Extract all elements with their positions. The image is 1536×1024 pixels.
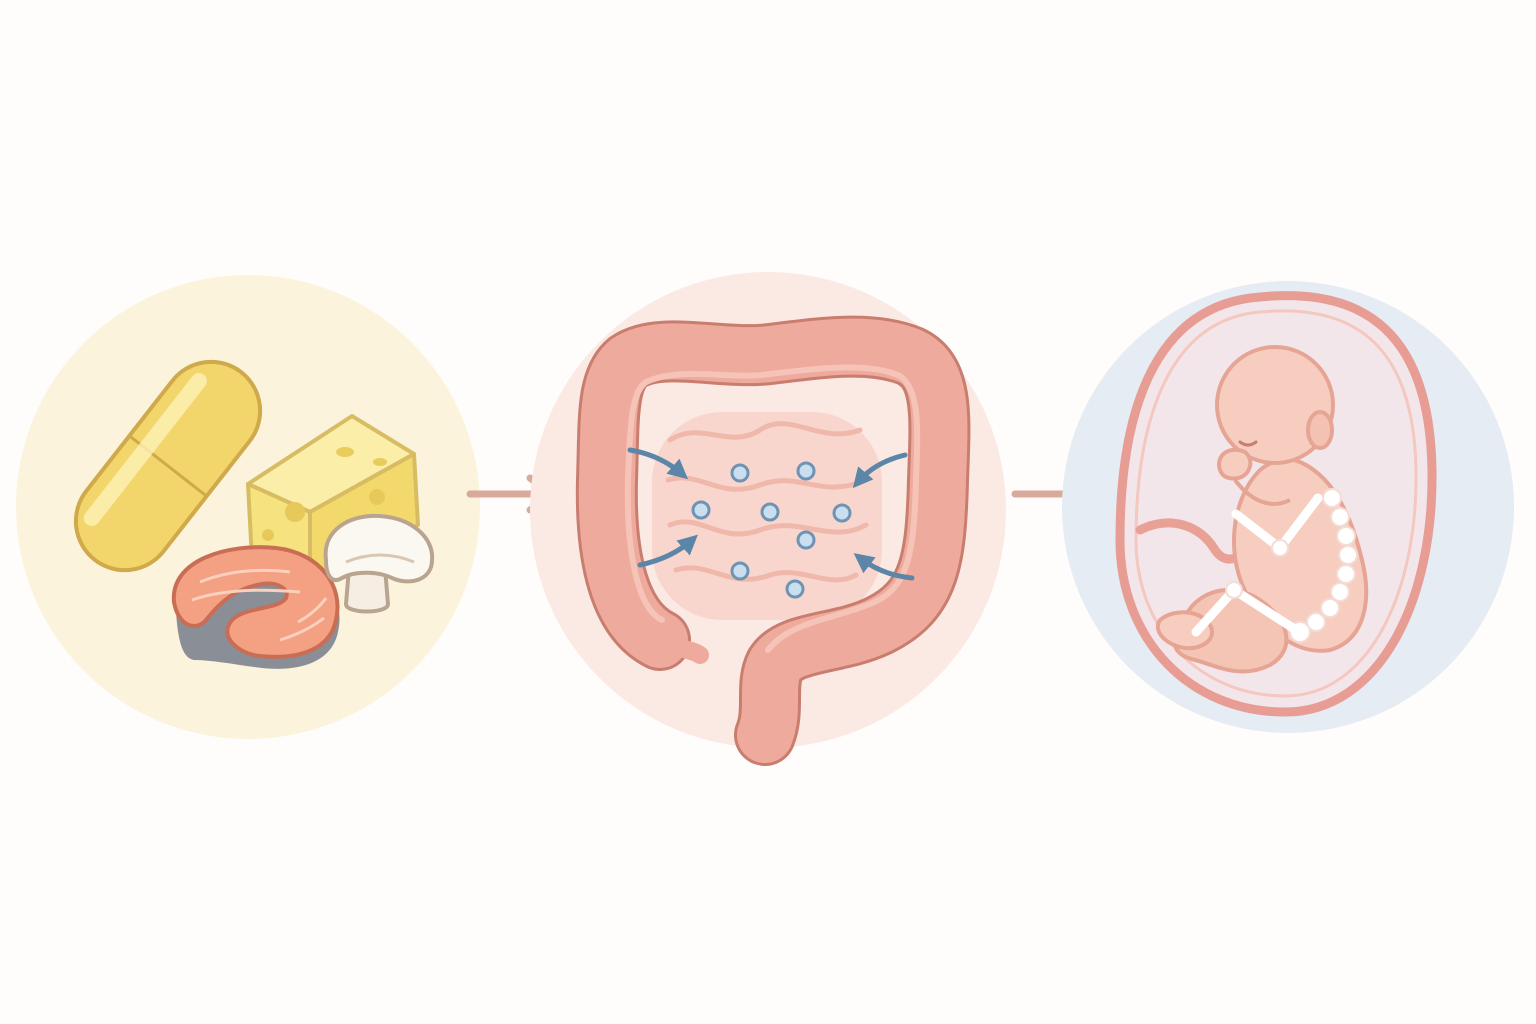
nutrient-particles	[691, 461, 852, 599]
nutrient-particle-icon	[760, 502, 780, 522]
capsule-icon	[73, 359, 263, 573]
fetal-panel	[1062, 281, 1514, 733]
nutrient-particle-icon	[730, 463, 750, 483]
intestine-icon	[575, 315, 971, 766]
nutrient-particle-icon	[730, 561, 750, 581]
sources-panel	[16, 275, 480, 739]
nutrient-particle-icon	[832, 503, 852, 523]
salmon-steak-icon	[171, 545, 340, 669]
skeleton-icon	[1191, 488, 1358, 643]
absorption-arrow-icon	[637, 534, 698, 568]
absorption-arrow-icon	[853, 553, 915, 581]
nutrient-particle-icon	[796, 461, 816, 481]
absorption-panel	[530, 272, 1006, 766]
nutrient-particle-icon	[785, 579, 805, 599]
fetus-eye	[1238, 440, 1258, 447]
nutrient-particle-icon	[691, 500, 711, 520]
absorption-arrow-icon	[627, 447, 689, 480]
mushroom-icon	[323, 513, 435, 614]
absorption-arrows	[627, 447, 915, 581]
absorption-arrow-icon	[852, 452, 908, 489]
nutrient-particle-icon	[796, 530, 816, 550]
